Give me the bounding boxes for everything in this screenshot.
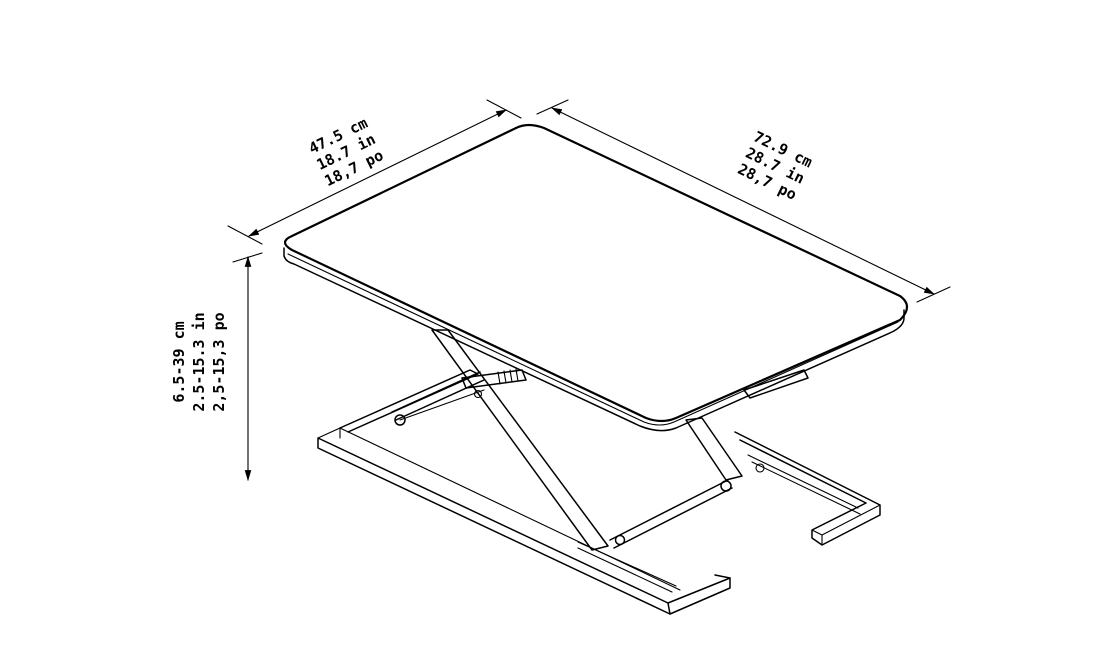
scissor-crossbar-lower bbox=[609, 479, 733, 549]
pivot-bolt-mid bbox=[473, 389, 483, 399]
depth-extension-line-left bbox=[227, 225, 263, 245]
base-frame bbox=[317, 369, 881, 615]
width-dimension: 72.9 cm 28.7 in 28,7 po bbox=[536, 99, 951, 303]
scissor-leg-front bbox=[431, 329, 609, 551]
desktop-surface bbox=[283, 123, 909, 432]
height-label-group: 6.5-39 cm 2.5-15.3 in 2,5-15,3 po bbox=[170, 312, 228, 411]
width-extension-line-right bbox=[916, 286, 951, 303]
scissor-arm-back-link bbox=[399, 389, 485, 421]
depth-dimension-line bbox=[248, 109, 507, 237]
height-label-in: 2.5-15.3 in bbox=[190, 312, 208, 411]
base-rail-left bbox=[317, 437, 731, 615]
height-dimension: 6.5-39 cm 2.5-15.3 in 2,5-15,3 po bbox=[170, 252, 263, 482]
depth-label-group: 47.5 cm 18.7 in 18,7 po bbox=[306, 114, 386, 190]
desktop-edge-inner-line bbox=[287, 253, 899, 426]
scissor-mechanism bbox=[391, 329, 809, 551]
depth-extension-line-right bbox=[486, 99, 522, 119]
gas-spring-coil bbox=[497, 368, 519, 385]
height-label-cm: 6.5-39 cm bbox=[170, 321, 188, 402]
desktop-top-face bbox=[283, 123, 909, 423]
width-extension-line-left bbox=[536, 99, 569, 115]
height-label-po: 2,5-15,3 po bbox=[210, 312, 228, 411]
pivot-bolt-right bbox=[720, 480, 732, 492]
scissor-arm-back bbox=[391, 371, 485, 421]
scissor-leg-rear bbox=[685, 417, 743, 481]
base-rail-left-top-edge bbox=[317, 427, 681, 591]
gas-spring bbox=[461, 369, 527, 389]
desktop-front-edge bbox=[283, 247, 905, 432]
pivot-bolt-front bbox=[614, 534, 626, 546]
width-dimension-line bbox=[551, 107, 935, 295]
pivot-bolt-right-rear bbox=[755, 463, 765, 473]
base-crossbar-back bbox=[339, 369, 479, 433]
width-label-group: 72.9 cm 28.7 in 28,7 po bbox=[735, 128, 815, 204]
base-foot-front bbox=[667, 574, 731, 615]
pivot-bolt-back bbox=[394, 414, 406, 426]
base-slide-track bbox=[747, 454, 861, 515]
depth-dimension: 47.5 cm 18.7 in 18,7 po bbox=[227, 99, 522, 245]
